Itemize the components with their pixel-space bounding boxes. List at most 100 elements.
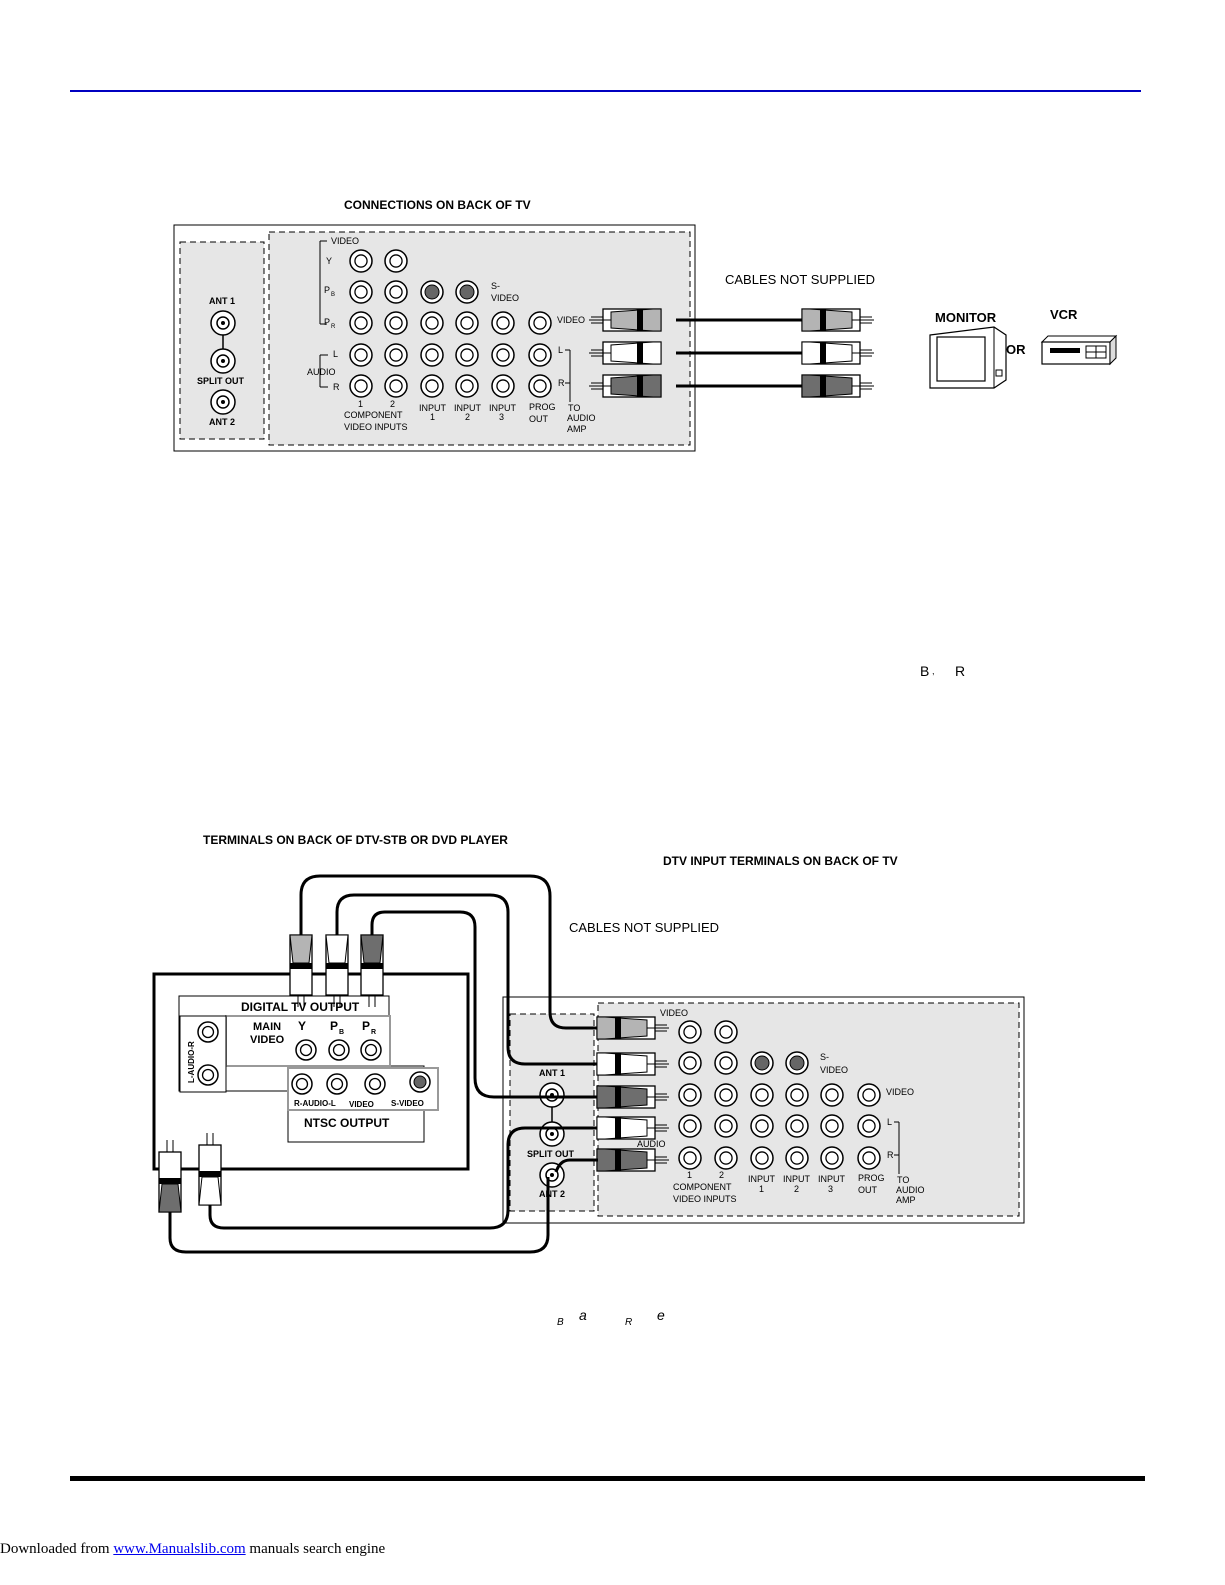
fig1-svideo-jacks: S- VIDEO [420, 280, 519, 304]
svg-text:Y: Y [326, 256, 332, 266]
svg-text:TO: TO [568, 403, 580, 413]
rca-jack [491, 374, 515, 398]
rca-jack [455, 311, 479, 335]
svg-text:ANT 2: ANT 2 [539, 1189, 565, 1199]
fig2-tv-title: DTV INPUT TERMINALS ON BACK OF TV [663, 854, 898, 868]
svg-text:VIDEO: VIDEO [250, 1034, 285, 1046]
svg-text:3: 3 [828, 1184, 833, 1194]
monitor-label: MONITOR [935, 310, 997, 325]
svg-text:INPUT: INPUT [419, 403, 447, 413]
monitor-icon [929, 326, 1007, 389]
svg-text:1: 1 [687, 1170, 692, 1180]
rca-plug [158, 1140, 182, 1213]
svg-text:P: P [324, 285, 330, 295]
svg-text:L: L [558, 345, 563, 355]
fig1-av-section [268, 231, 691, 446]
fig1-rca-jacks [349, 249, 552, 398]
footer-prefix: Downloaded from [0, 1541, 114, 1557]
rca-jack [750, 1146, 774, 1170]
svg-text:e: e [657, 1307, 665, 1323]
rca-plug [801, 341, 874, 365]
rca-jack [528, 343, 552, 367]
rca-plug [325, 934, 349, 1007]
rca-plug [801, 308, 874, 332]
svg-text:a: a [579, 1307, 587, 1323]
svg-text:R-AUDIO-L: R-AUDIO-L [294, 1099, 336, 1108]
svg-text:VIDEO: VIDEO [491, 293, 519, 303]
rca-plug [596, 1016, 669, 1040]
rca-jack [420, 343, 444, 367]
svg-text:2: 2 [465, 412, 470, 422]
fig1-antenna-jacks: ANT 1 SPLIT OUT ANT 2 [197, 296, 245, 427]
fig2-svideo-jacks: S- VIDEO [750, 1051, 848, 1075]
svg-text:VIDEO INPUTS: VIDEO INPUTS [344, 422, 408, 432]
rca-plug [589, 308, 662, 332]
fig1-split-out-label: SPLIT OUT [197, 376, 245, 386]
rca-jack [291, 1073, 313, 1095]
fig1-right-labels: VIDEO L R [557, 315, 585, 402]
vcr-icon [1040, 334, 1118, 366]
rca-jack [678, 1083, 702, 1107]
fig1-bottom-labels: 1 2 COMPONENT VIDEO INPUTS INPUT 1 INPUT… [344, 399, 596, 434]
svg-text:AMP: AMP [567, 424, 587, 434]
svg-text:SPLIT OUT: SPLIT OUT [527, 1149, 575, 1159]
svg-text:VIDEO: VIDEO [557, 315, 585, 325]
rca-jack [528, 311, 552, 335]
svg-text:2: 2 [390, 399, 395, 409]
rca-plug [596, 1085, 669, 1109]
svg-text:AUDIO: AUDIO [307, 367, 336, 377]
svg-text:OUT: OUT [858, 1185, 878, 1195]
svg-text:VIDEO: VIDEO [331, 236, 359, 246]
caption2: B a R e [557, 1307, 665, 1328]
rca-jack [857, 1083, 881, 1107]
rca-jack [455, 374, 479, 398]
manualslib-link[interactable]: www.Manualslib.com [113, 1541, 246, 1557]
rca-jack [714, 1114, 738, 1138]
footer-rule [70, 1476, 1145, 1481]
svg-text:COMPONENT: COMPONENT [673, 1182, 732, 1192]
rca-jack [857, 1114, 881, 1138]
fig2-tv-rca-jacks [678, 1020, 881, 1170]
rca-jack [384, 311, 408, 335]
rca-jack [714, 1146, 738, 1170]
svg-text:B: B [920, 663, 929, 679]
rca-plug [801, 374, 874, 398]
rca-jack [785, 1114, 809, 1138]
rca-jack [491, 343, 515, 367]
mid-text: B , R [920, 663, 965, 679]
rca-jack [820, 1146, 844, 1170]
rca-jack [750, 1083, 774, 1107]
svg-text:AMP: AMP [896, 1195, 916, 1205]
svg-text:R: R [625, 1317, 632, 1328]
rca-jack [714, 1051, 738, 1075]
svg-text:B: B [557, 1317, 564, 1328]
rca-jack [678, 1114, 702, 1138]
svg-text:TO: TO [897, 1175, 909, 1185]
svg-text:P: P [324, 317, 330, 327]
svg-text:P: P [362, 1019, 370, 1033]
rca-jack [678, 1020, 702, 1044]
or-label: OR [1006, 342, 1026, 357]
fig1-row-labels: VIDEO Y P B P R L AUDIO R [307, 236, 359, 392]
rca-jack [349, 280, 373, 304]
svg-text:R: R [887, 1150, 894, 1160]
rca-plug [589, 341, 662, 365]
fig1-ant1-label: ANT 1 [209, 296, 235, 306]
svg-text:2: 2 [794, 1184, 799, 1194]
rca-jack [384, 280, 408, 304]
rca-plug [360, 934, 384, 1007]
rca-jack [384, 374, 408, 398]
rca-jack [820, 1083, 844, 1107]
svg-text:COMPONENT: COMPONENT [344, 410, 403, 420]
fig2-av-section [597, 1002, 1020, 1217]
svg-text:PROG: PROG [858, 1173, 885, 1183]
svg-text:INPUT: INPUT [818, 1174, 846, 1184]
vcr-label: VCR [1050, 307, 1078, 322]
rca-jack [420, 374, 444, 398]
svg-text:ANT 1: ANT 1 [539, 1068, 565, 1078]
fig2-cable-plugs [158, 934, 669, 1213]
rca-jack [750, 1114, 774, 1138]
rca-jack [420, 311, 444, 335]
svg-text:3: 3 [499, 412, 504, 422]
